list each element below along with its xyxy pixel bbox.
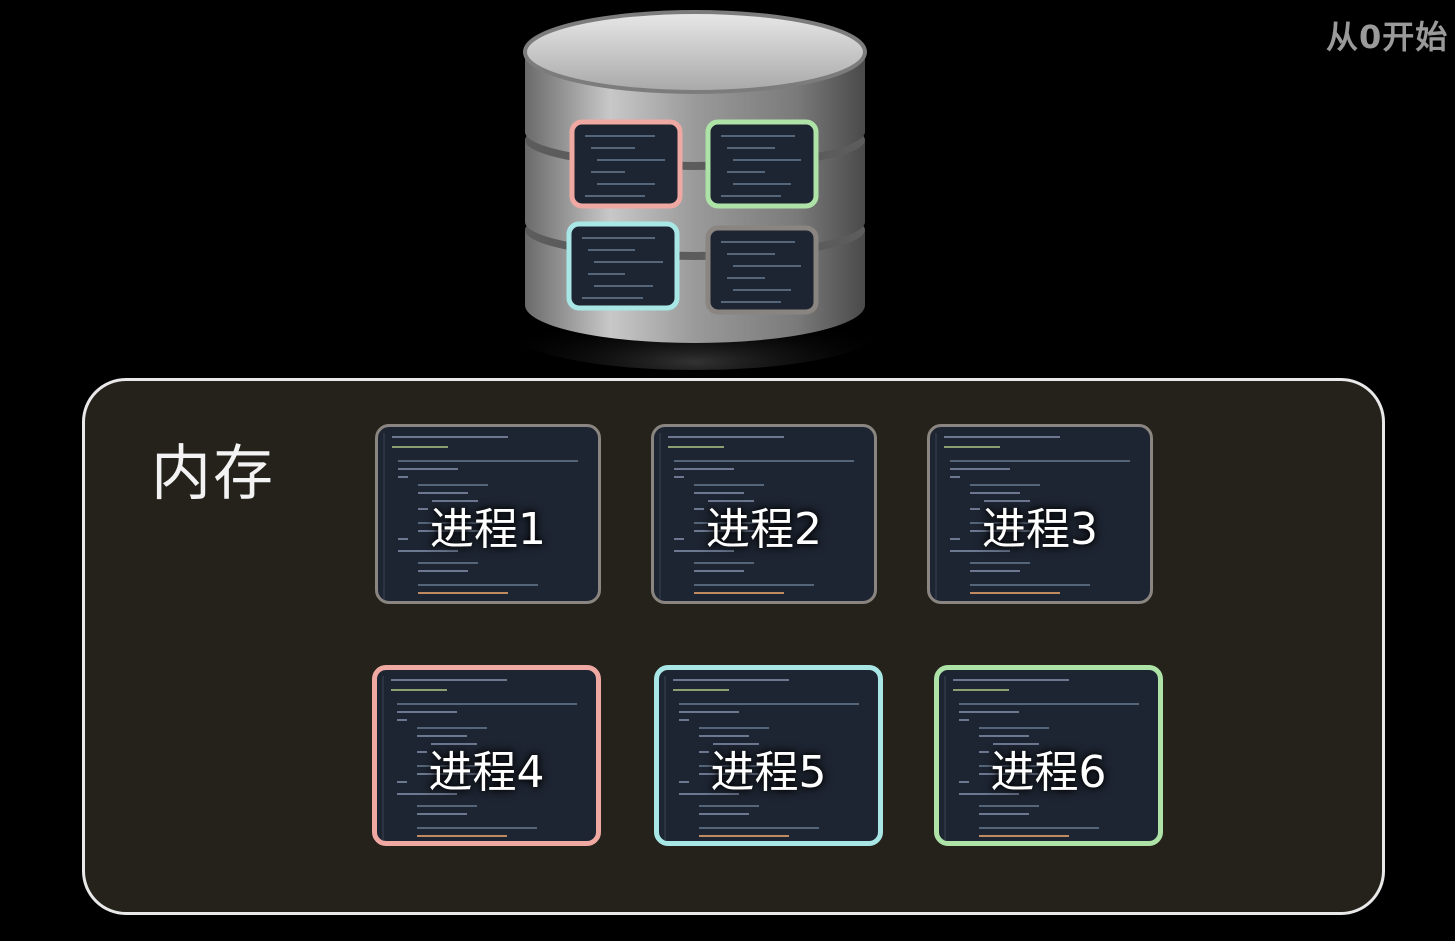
process-label-2: 进程2 bbox=[706, 504, 822, 555]
database-cylinder-icon bbox=[510, 10, 880, 370]
process-box-4: 进程4 bbox=[372, 665, 601, 846]
process-box-5: 进程5 bbox=[654, 665, 883, 846]
process-box-6: 进程6 bbox=[934, 665, 1163, 846]
process-box-1: 进程1 bbox=[375, 424, 601, 604]
process-box-3: 进程3 bbox=[927, 424, 1153, 604]
process-label-1: 进程1 bbox=[430, 504, 546, 555]
process-label-3: 进程3 bbox=[982, 504, 1098, 555]
disk-program-gray bbox=[705, 225, 819, 315]
process-label-6: 进程6 bbox=[990, 747, 1107, 798]
memory-label: 内存 bbox=[151, 439, 275, 509]
watermark-text: 从0开始 bbox=[1326, 18, 1449, 56]
disk-program-cyan bbox=[566, 221, 680, 311]
disk-program-pink bbox=[569, 119, 683, 209]
process-box-2: 进程2 bbox=[651, 424, 877, 604]
process-label-5: 进程5 bbox=[710, 747, 827, 798]
memory-box: 内存 进程1 进程2 进程3 进程4 进程5 进程6 bbox=[82, 378, 1385, 915]
disk-program-green bbox=[705, 119, 819, 209]
process-label-4: 进程4 bbox=[428, 747, 545, 798]
